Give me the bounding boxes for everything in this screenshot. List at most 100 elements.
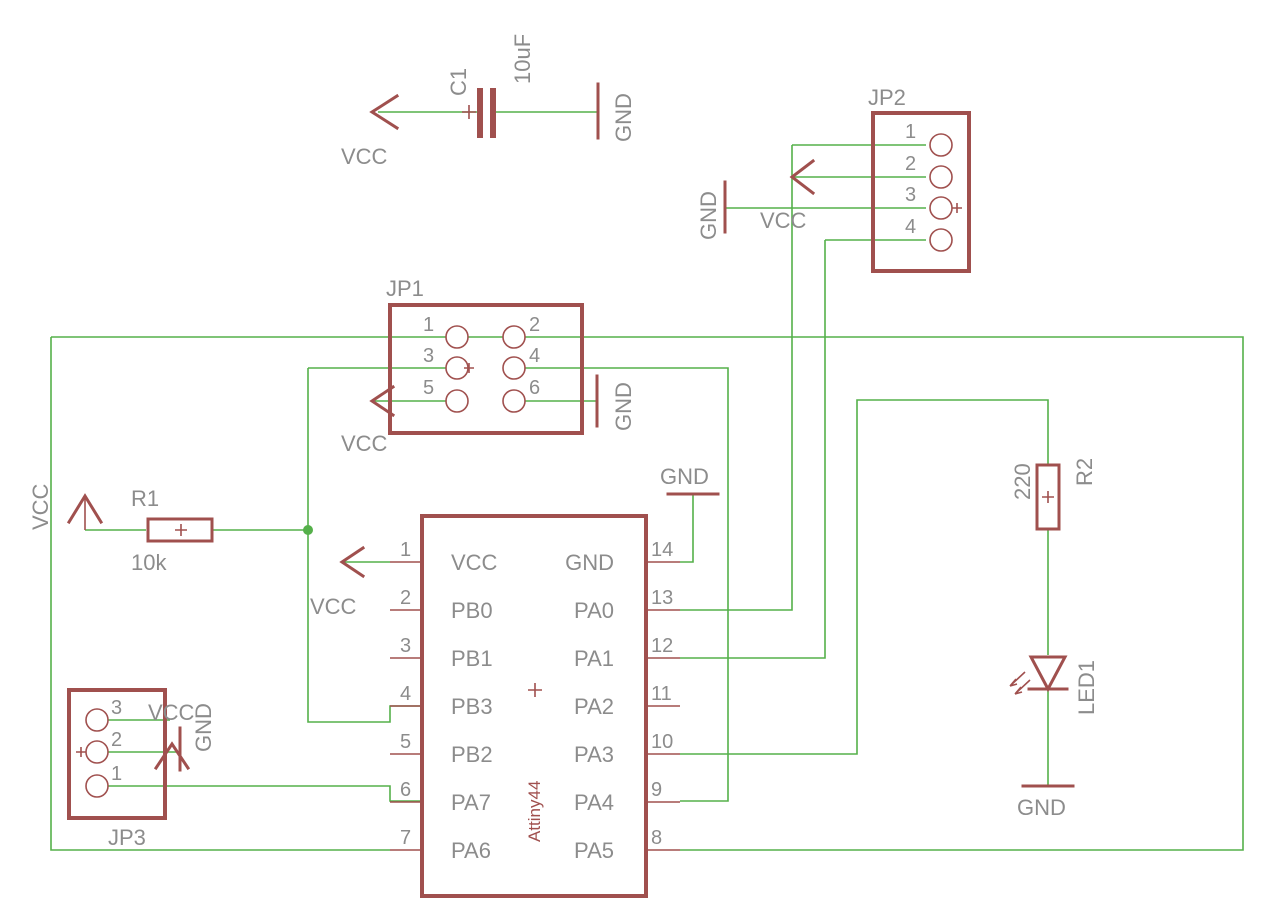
ic-pin-name-left: VCC	[451, 550, 498, 575]
jp3-pad-3	[85, 708, 109, 732]
r1-body	[146, 517, 214, 543]
vcc-arrow-icon	[339, 545, 366, 579]
gnd-symbol-jp2: GND	[696, 180, 727, 240]
ic-pin-number-right: 12	[651, 635, 673, 657]
vcc-symbol-jp2: VCC	[760, 158, 816, 233]
ic-pin-number-left: 6	[400, 779, 411, 801]
ic-pin-number-right: 11	[651, 683, 672, 705]
ic-pin-name-right: PA0	[574, 598, 614, 623]
ic-pin-name-left: PB3	[451, 694, 493, 719]
ic-pin-number-right: 10	[651, 731, 673, 753]
jp1-pad-4	[502, 356, 526, 380]
gnd-label-jp2: GND	[696, 191, 721, 240]
gnd-symbol-jp3: GND	[178, 703, 216, 772]
jp3-pad-1	[85, 774, 109, 798]
vcc-label-left: VCC	[28, 483, 53, 530]
vcc-arrow-icon	[369, 384, 396, 418]
wire-jp3-pin1-to-pa7	[96, 785, 420, 802]
led-emit-arrow-icon	[1009, 671, 1026, 687]
c1-plate-left	[477, 88, 483, 138]
r1-origin-plus	[175, 524, 187, 536]
connector-jp1: JP1 1 2 3 4 5 6	[386, 276, 584, 435]
connector-jp2: JP2 1 2 3 4	[868, 85, 971, 273]
gnd-label-jp3: GND	[191, 703, 216, 752]
jp2-origin-plus	[952, 203, 962, 213]
vcc-symbol-c1: VCC	[341, 93, 400, 169]
jp2-outline	[871, 111, 971, 273]
junction-dot	[303, 525, 313, 535]
c1-polarity-plus	[462, 105, 476, 119]
r2-value: 220	[1010, 463, 1035, 500]
vcc-symbol-jp1: VCC	[341, 384, 396, 456]
ic-pin-number-left: 5	[400, 731, 411, 753]
ic-name: Attiny44	[525, 781, 544, 842]
jp3-pin-2: 2	[111, 729, 122, 751]
jp3-origin-plus	[76, 747, 86, 757]
jp2-pin-2: 2	[905, 153, 916, 175]
vcc-label-c1: VCC	[341, 144, 388, 169]
gnd-label-led: GND	[1017, 795, 1066, 820]
jp1-pin-4: 4	[529, 345, 540, 367]
ic-pin-name-left: PA7	[451, 790, 491, 815]
jp1-pad-6	[502, 389, 526, 413]
ic-pin-number-right: 8	[651, 827, 662, 849]
wire-pa3-to-r2	[680, 399, 1049, 755]
vcc-arrow-icon	[369, 93, 400, 131]
ic-pin-name-right: PA5	[574, 838, 614, 863]
ic-pin-number-left: 3	[400, 635, 411, 657]
jp2-pin-1: 1	[905, 121, 916, 143]
r1-value: 10k	[131, 550, 167, 575]
wire-jp2-pin1-to-pa0	[680, 145, 793, 611]
r1-name: R1	[131, 486, 159, 511]
jp1-pin-2: 2	[529, 314, 540, 336]
jp3-pad-2	[85, 740, 109, 764]
jp1-pad-5	[445, 389, 469, 413]
vcc-label-ic: VCC	[310, 594, 357, 619]
vcc-arrow-icon	[153, 741, 191, 771]
jp2-pad-3	[929, 196, 953, 220]
gnd-label-ic: GND	[660, 464, 709, 489]
c1-plate-right	[490, 88, 496, 138]
jp2-pin-4: 4	[905, 216, 916, 238]
vcc-label-jp3: VCC	[148, 700, 195, 725]
vcc-symbol-ic: VCC	[310, 545, 366, 619]
jp2-pad-1	[929, 133, 953, 157]
ic-pin-name-left: PB1	[451, 646, 493, 671]
ic-pin-name-right: PA2	[574, 694, 614, 719]
resistor-r1: R1 10k	[131, 486, 214, 575]
ic-pin-number-left: 7	[400, 827, 411, 849]
vcc-label-jp2: VCC	[760, 208, 807, 233]
vcc-label-jp1: VCC	[341, 431, 388, 456]
gnd-symbol-jp1: GND	[595, 374, 636, 431]
vcc-arrow-icon	[789, 158, 816, 196]
resistor-r2: 220 R2	[1010, 458, 1097, 531]
gnd-symbol-c1: GND	[596, 82, 636, 142]
ic-pin-number-left: 1	[400, 539, 411, 561]
ic-pin-name-left: PB0	[451, 598, 493, 623]
jp1-pin-1: 1	[423, 314, 434, 336]
wire-left-loop-to-pa6	[50, 337, 390, 851]
ic-pin-number-right: 9	[651, 779, 662, 801]
jp1-pin-6: 6	[529, 377, 540, 399]
c1-name: C1	[446, 68, 471, 96]
jp2-name: JP2	[868, 85, 906, 110]
r2-body	[1035, 463, 1061, 531]
vcc-symbol-jp3: VCC	[148, 700, 195, 771]
jp3-pin-1: 1	[111, 763, 122, 785]
jp2-pad-2	[929, 165, 953, 189]
wire-jp1-pin4-to-pa4	[514, 367, 729, 802]
ic-pin-number-right: 14	[651, 539, 673, 561]
led-emit-arrow-icon	[1014, 679, 1031, 695]
ic-pin-number-right: 13	[651, 587, 673, 609]
wire-top-loop-to-pa5	[51, 336, 1244, 851]
jp1-outline	[388, 303, 584, 435]
ic-pin-name-right: PA4	[574, 790, 614, 815]
ic-pin-name-right: PA3	[574, 742, 614, 767]
r2-origin-plus	[1042, 491, 1054, 503]
jp1-pad-1	[445, 325, 469, 349]
led-triangle-icon	[1028, 655, 1068, 693]
led1-name: LED1	[1074, 660, 1099, 715]
